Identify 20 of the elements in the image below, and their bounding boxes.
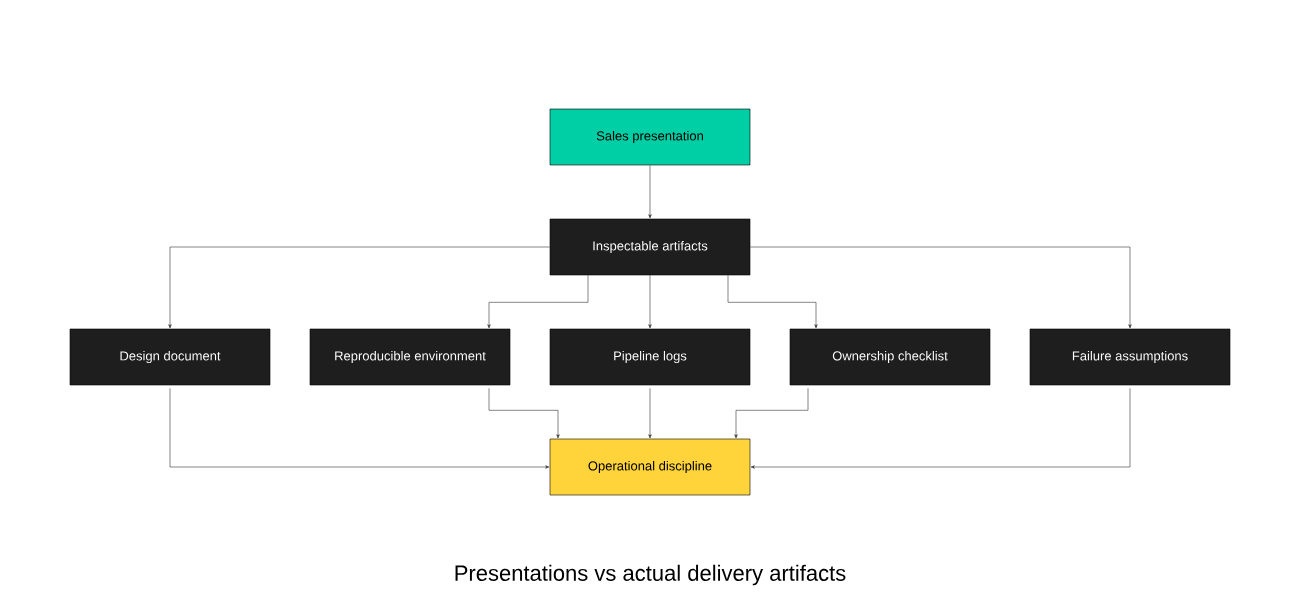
arrow bbox=[487, 275, 589, 329]
process-box: Reproducible environment bbox=[309, 328, 511, 386]
arrow bbox=[168, 246, 550, 329]
arrow bbox=[750, 388, 1131, 469]
process-box: Ownership checklist bbox=[789, 328, 991, 386]
arrow bbox=[648, 275, 652, 329]
caption: Presentations vs actual delivery artifacts bbox=[455, 564, 846, 586]
process-box: Pipeline logs bbox=[549, 328, 751, 386]
process-box: Inspectable artifacts bbox=[549, 218, 751, 276]
arrow bbox=[727, 275, 818, 329]
process-box: Sales presentation bbox=[549, 108, 751, 166]
arrow bbox=[648, 165, 652, 219]
process-box: Design document bbox=[69, 328, 271, 386]
arrow bbox=[488, 388, 560, 439]
arrow bbox=[648, 388, 652, 439]
arrow bbox=[734, 388, 809, 439]
arrow bbox=[169, 388, 550, 469]
process-box: Operational discipline bbox=[549, 438, 751, 496]
arrow bbox=[750, 246, 1132, 329]
process-box: Failure assumptions bbox=[1029, 328, 1231, 386]
